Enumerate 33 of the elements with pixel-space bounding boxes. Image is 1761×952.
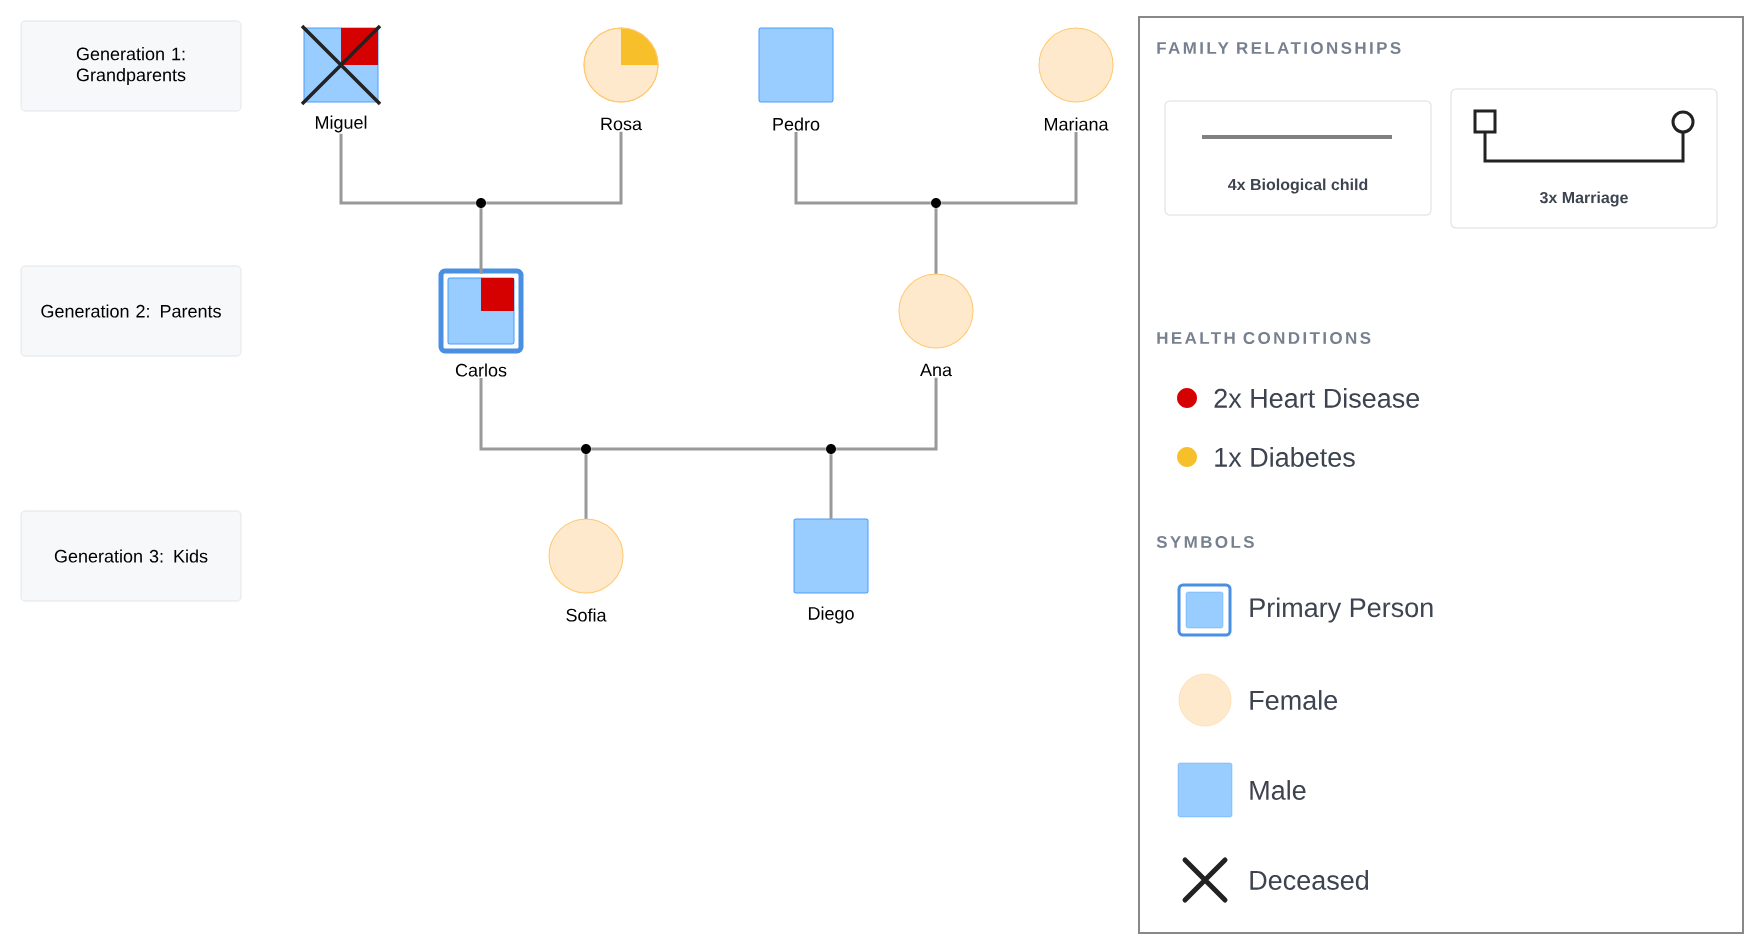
legend-label: Female xyxy=(1250,690,1338,710)
legend-label: 4x Biological child xyxy=(1228,178,1368,194)
section-heading: HEALTH CONDITIONS xyxy=(1157,332,1371,344)
generation-box: Generation 2: Parents xyxy=(20,265,242,357)
person-name: Pedro xyxy=(773,117,820,131)
section-heading: FAMILY RELATIONSHIPS xyxy=(1157,42,1401,54)
legend-label: 3x Marriage xyxy=(1539,191,1628,207)
person-name: Sofia xyxy=(566,608,607,622)
connector-line xyxy=(934,208,938,274)
generation-box: Generation 1: Grandparents xyxy=(20,20,242,112)
connector-line xyxy=(794,132,931,205)
generation-box: Generation 3: Kids xyxy=(20,510,242,602)
person-name: Mariana xyxy=(1044,117,1109,131)
person-name: Miguel xyxy=(315,115,367,133)
connector-line xyxy=(486,131,623,205)
connector-line xyxy=(584,454,588,519)
legend-label: Male xyxy=(1250,780,1306,800)
person-name: Rosa xyxy=(601,117,642,131)
connector-line xyxy=(479,208,483,274)
person-name: Carlos xyxy=(455,363,507,377)
connector-line xyxy=(479,378,581,451)
connector-line xyxy=(339,133,476,205)
connector-line xyxy=(941,132,1078,205)
legend-label: 1x Diabetes xyxy=(1215,447,1355,467)
section-heading: SYMBOLS xyxy=(1156,536,1254,548)
person-name: Diego xyxy=(808,606,854,624)
legend-label: Deceased xyxy=(1250,870,1369,890)
legend-label: Primary Person xyxy=(1250,597,1433,623)
connector-line xyxy=(836,377,938,451)
connector-line xyxy=(829,454,833,519)
person-name: Ana xyxy=(920,363,952,377)
legend-label: 2x Heart Disease xyxy=(1214,388,1420,408)
connector-line xyxy=(591,447,826,451)
